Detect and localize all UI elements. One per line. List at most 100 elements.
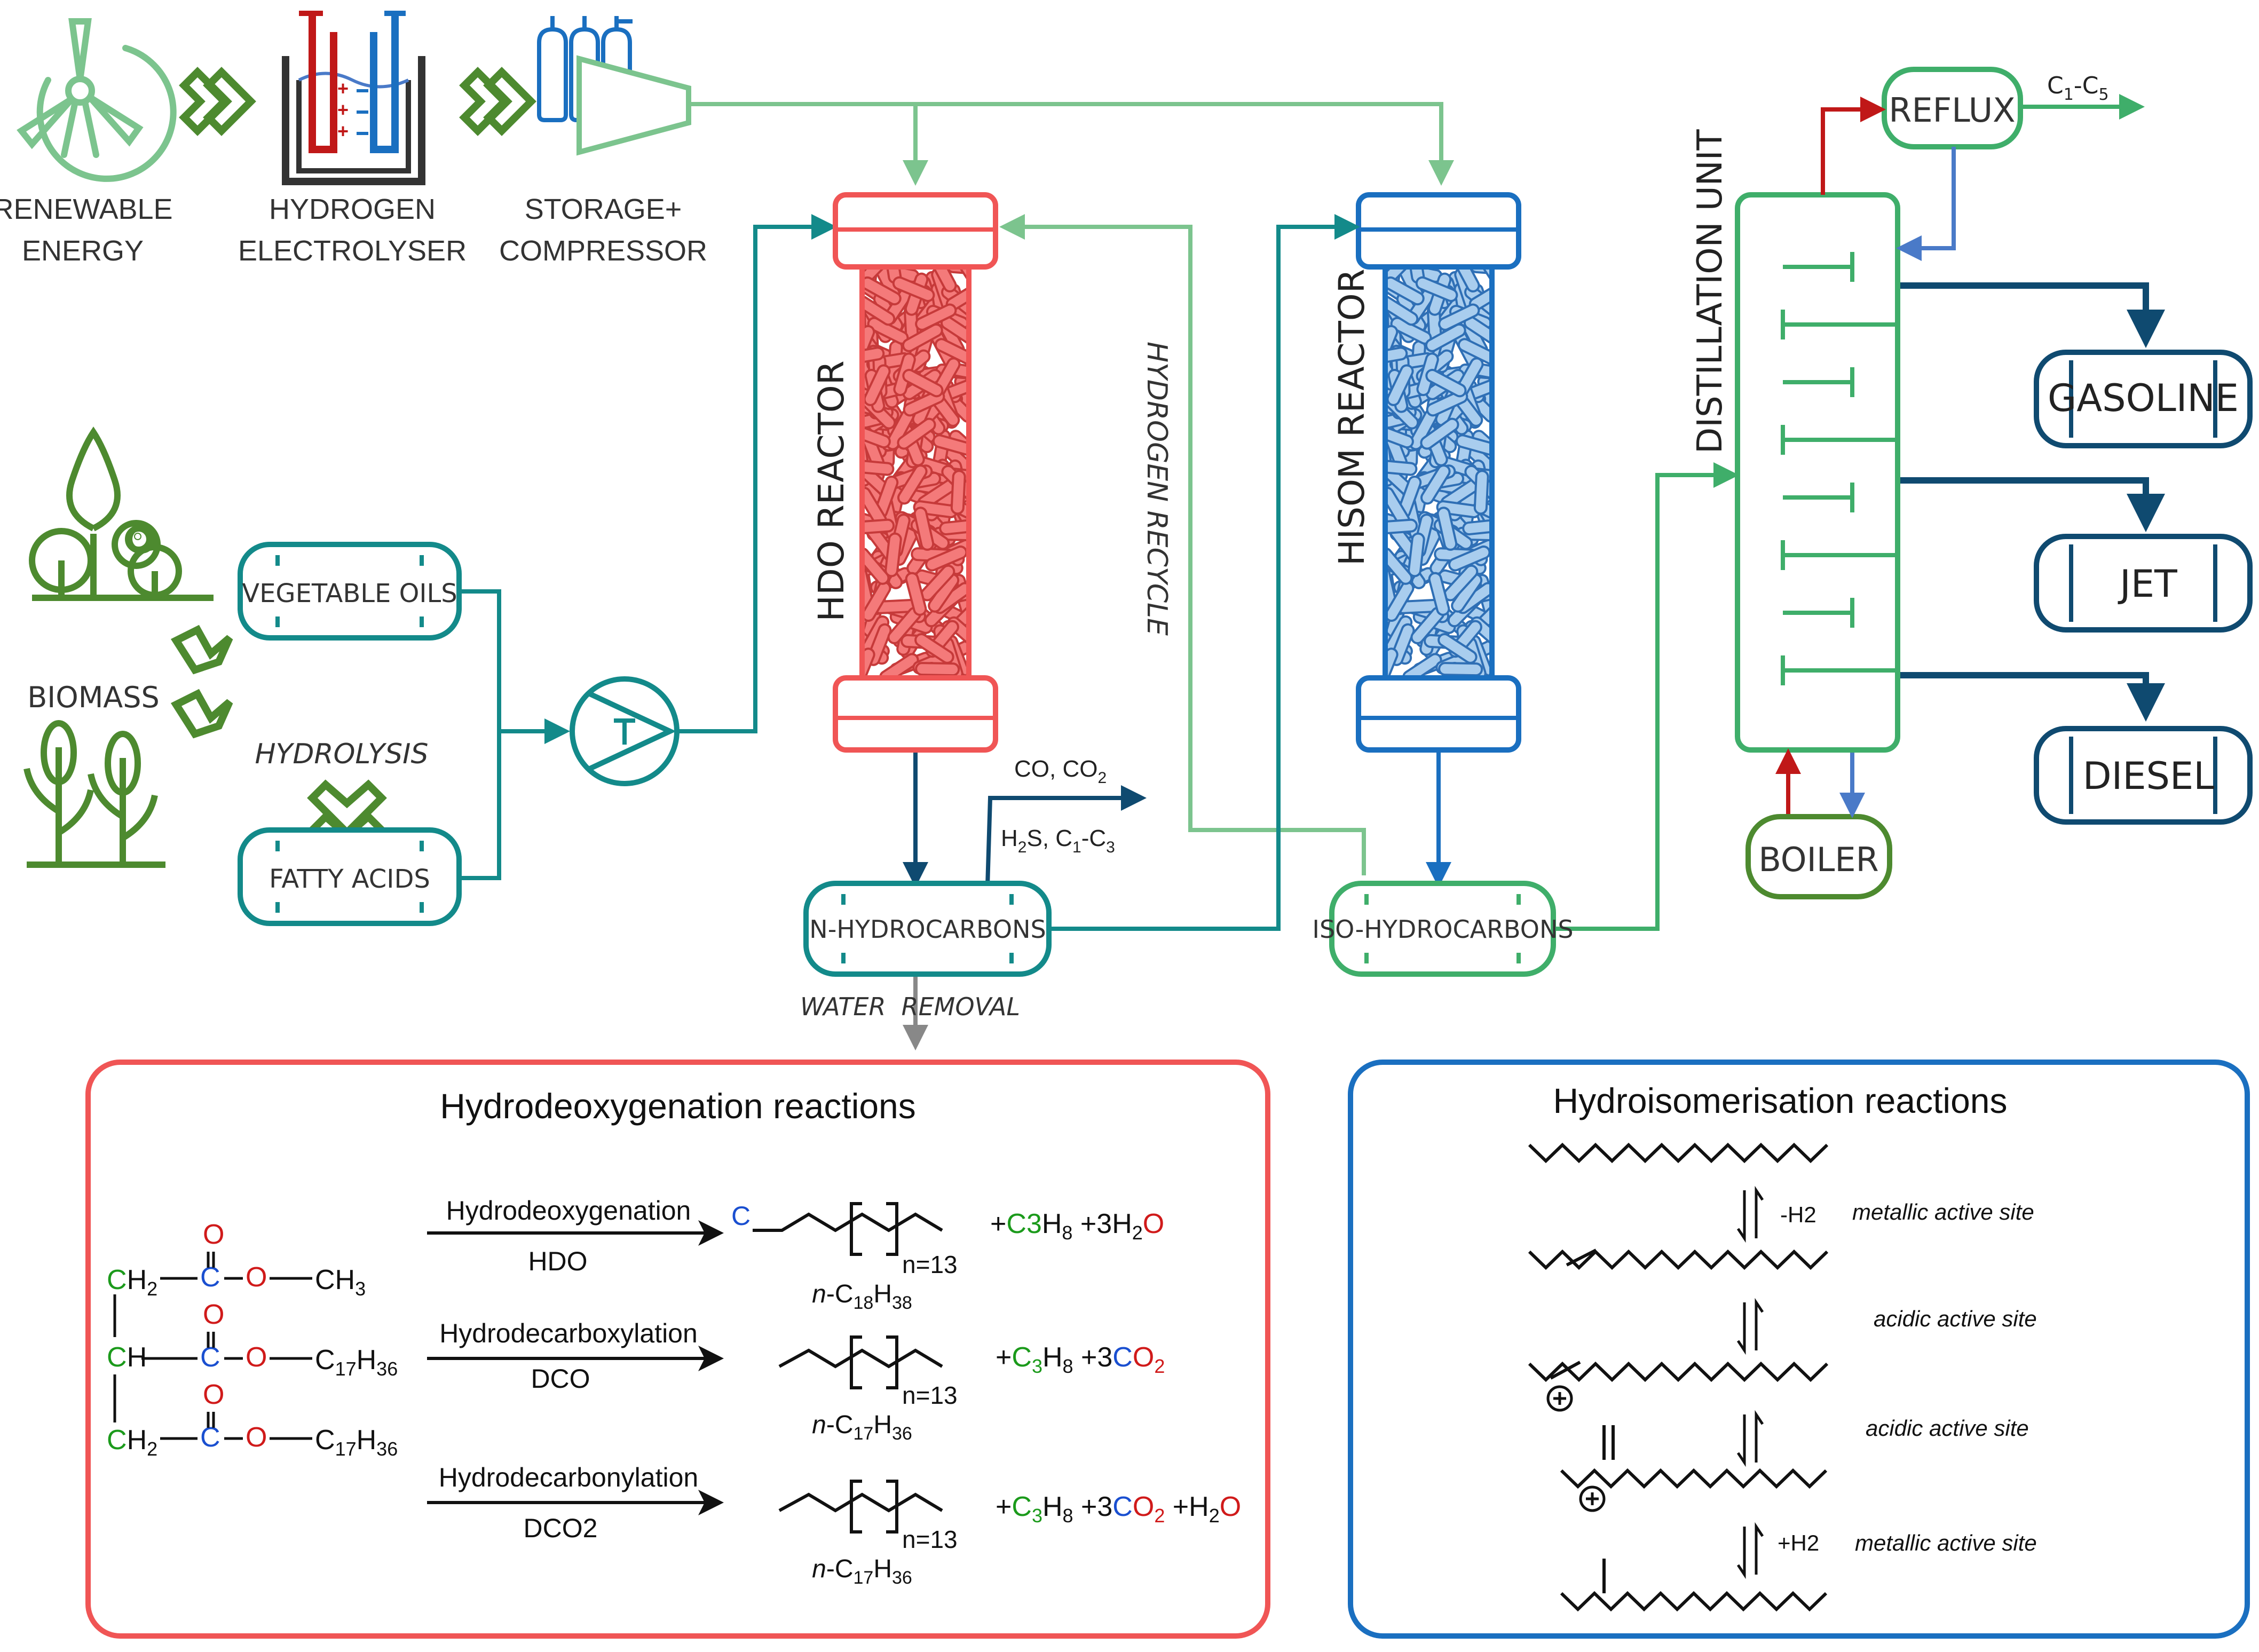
vegetable-oils-tank[interactable]: VEGETABLE OILS	[238, 542, 462, 641]
h2s-c1c3-label: H2S, C1-C3	[1001, 825, 1115, 856]
reflux-label: REFLUX	[1889, 91, 2015, 130]
catalyst-pellet	[892, 276, 935, 302]
renewable-label-2: ENERGY	[22, 235, 144, 267]
step-site-2: acidic active site	[1874, 1306, 2037, 1331]
alkane-chain	[1528, 1249, 1829, 1270]
electrolyser-label-1: HYDROGEN	[269, 193, 436, 225]
catalyst-pellet	[897, 464, 928, 505]
water-removal-label: WATER REMOVAL	[800, 992, 1020, 1021]
catalyst-pellet	[897, 417, 936, 450]
catalyst-pellet	[1425, 323, 1466, 352]
hdo-reactions-panel: Hydrodeoxygenation reactions CH2 CH CH2 …	[85, 1060, 1270, 1639]
bond	[1566, 1248, 1597, 1267]
reaction-name-3: Hydrodecarbonylation	[439, 1463, 698, 1492]
distillation-column[interactable]	[1735, 192, 1900, 753]
equilibrium-arrow	[1736, 1185, 1764, 1243]
svg-text:+: +	[337, 77, 349, 99]
column-tray	[1781, 655, 1898, 685]
catalyst-pellet	[865, 295, 896, 326]
equilibrium-arrow	[1736, 1522, 1764, 1579]
svg-text:+C3H8 +3H2O: +C3H8 +3H2O	[990, 1208, 1164, 1244]
hdo-reactor[interactable]	[833, 192, 998, 753]
column-tray	[1781, 310, 1898, 339]
column-tray	[1781, 540, 1898, 570]
boiler-label: BOILER	[1758, 840, 1878, 879]
reaction-name-1: Hydrodeoxygenation	[446, 1196, 691, 1226]
hisom-reactions-panel: Hydroisomerisation reactions metallic ac…	[1348, 1060, 2250, 1639]
catalyst-pellet	[939, 518, 969, 535]
gasoline-tank[interactable]: GASOLINE	[2034, 350, 2253, 448]
catalyst-pellet	[1455, 434, 1492, 456]
electrolyser-icon: +++	[282, 11, 425, 185]
svg-text:+: +	[337, 99, 349, 121]
distillation-lines	[1775, 94, 2145, 818]
storage-label-1: STORAGE+	[525, 193, 682, 225]
catalyst-pellet	[865, 647, 875, 678]
svg-text:CH: CH	[107, 1342, 147, 1373]
feed-lines	[459, 214, 837, 880]
catalyst-pellet	[1388, 295, 1419, 326]
reflux-drum[interactable]: REFLUX	[1882, 67, 2023, 149]
catalyst-pellet	[1426, 390, 1468, 417]
catalyst-pellet	[905, 572, 927, 616]
svg-text:C17H36: C17H36	[315, 1345, 398, 1380]
n-hydrocarbons-tank[interactable]: N-HYDROCARBONS	[803, 881, 1052, 977]
catalyst-pellet	[1388, 459, 1418, 476]
reaction-name-2: Hydrodecarboxylation	[439, 1318, 698, 1348]
catalyst-pellet	[1437, 633, 1478, 664]
vegetable-oils-label: VEGETABLE OILS	[242, 579, 457, 608]
fatty-acids-tank[interactable]: FATTY ACIDS	[238, 827, 462, 926]
equilibrium-arrow	[1736, 1410, 1764, 1467]
svg-text:+C3H8 +3CO2 +H2O: +C3H8 +3CO2 +H2O	[996, 1491, 1241, 1527]
catalyst-pellet	[1388, 276, 1425, 306]
svg-text:O: O	[203, 1379, 224, 1410]
step-site-3: acidic active site	[1866, 1416, 2029, 1441]
step-reagent-4: +H2	[1778, 1530, 1819, 1555]
catalyst-pellet	[865, 364, 891, 406]
column-tray	[1781, 425, 1898, 455]
step-reagent-1: -H2	[1780, 1202, 1816, 1227]
bond	[1550, 1361, 1581, 1380]
jet-tank[interactable]: JET	[2034, 534, 2253, 633]
svg-text:C: C	[200, 1422, 220, 1453]
alkane-chain	[1560, 1468, 1828, 1489]
diesel-tank[interactable]: DIESEL	[2034, 726, 2253, 825]
trees-icon	[29, 426, 214, 601]
iso-hydrocarbons-label: ISO-HYDROCARBONS	[1312, 915, 1573, 944]
svg-text:C: C	[200, 1342, 220, 1373]
c1-c5-label: C1-C5	[2047, 72, 2109, 104]
catalyst-pellet	[1462, 518, 1492, 535]
diesel-label: DIESEL	[2083, 754, 2214, 798]
chevron-arrow-icon	[459, 67, 536, 136]
catalyst-pellet	[865, 276, 902, 306]
co-co2-label: CO, CO2	[1014, 756, 1107, 787]
n-count-2: n=13	[902, 1381, 958, 1409]
n-count-1: n=13	[902, 1251, 958, 1278]
alkane-chain	[1560, 1591, 1828, 1612]
catalyst-pellet	[902, 369, 944, 398]
catalyst-pellet	[1436, 507, 1458, 551]
catalyst-pellet	[1457, 338, 1492, 366]
boiler-unit[interactable]: BOILER	[1745, 814, 1892, 899]
iso-hydrocarbons-tank[interactable]: ISO-HYDROCARBONS	[1312, 881, 1574, 977]
svg-text:+C3H8 +3CO2: +C3H8 +3CO2	[996, 1342, 1165, 1377]
catalyst-pellet	[1408, 532, 1425, 578]
hisom-reactor[interactable]	[1356, 192, 1521, 753]
catalyst-pellet	[865, 547, 890, 585]
column-tray	[1783, 483, 1854, 512]
catalyst-pellet	[1388, 423, 1414, 449]
wind-turbine-icon	[17, 18, 177, 182]
catalyst-pellet	[914, 633, 954, 664]
catalyst-pellet	[865, 346, 885, 366]
storage-label-2: COMPRESSOR	[499, 235, 707, 267]
triglyceride-structure: CH2 CH CH2 CCC OOO OOO CH3 C17H36 C17H36	[107, 1219, 398, 1460]
corn-icon	[23, 720, 165, 868]
catalyst-pellet	[865, 518, 895, 535]
alkane-chain	[1528, 1361, 1829, 1382]
biomass-label: BIOMASS	[27, 681, 160, 714]
reaction-abbr-2: DCO	[531, 1364, 590, 1394]
catalyst-pellet	[915, 662, 960, 677]
pump-icon[interactable]	[570, 676, 680, 786]
catalyst-pellet	[1420, 464, 1451, 505]
